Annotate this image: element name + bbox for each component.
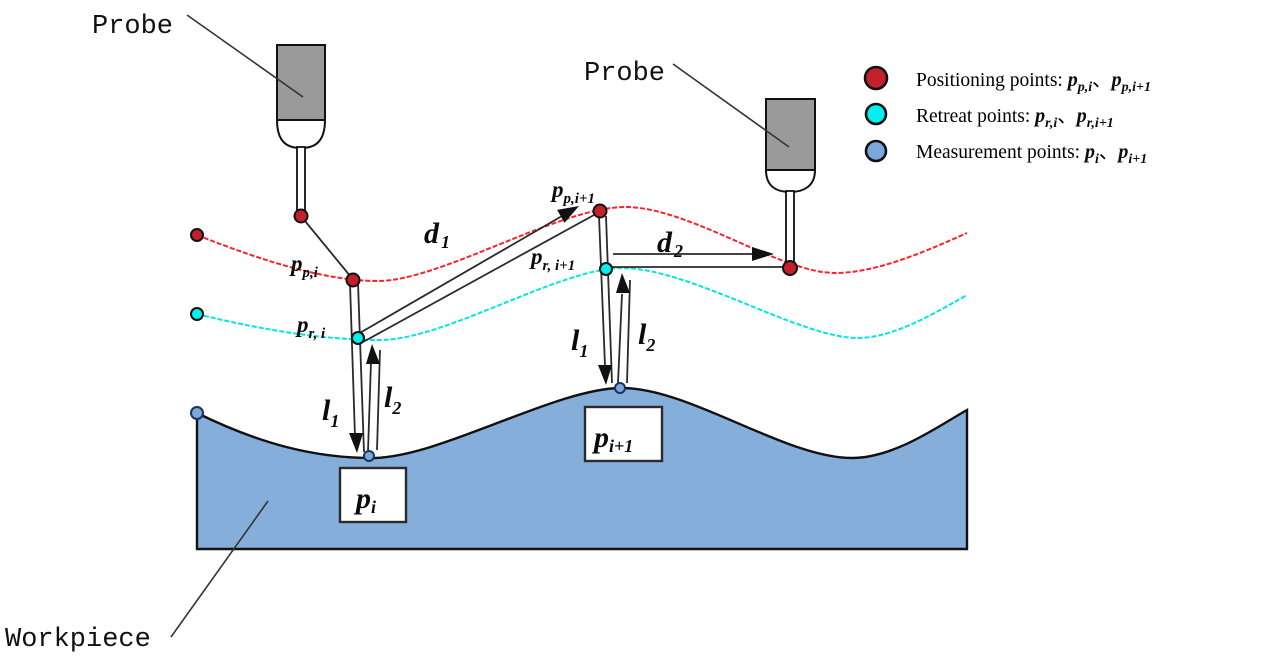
l1-left-path	[349, 282, 365, 453]
probe-left-body	[276, 44, 326, 121]
svg-text:pi+1: pi+1	[591, 421, 633, 456]
positioning-curve-start-point	[190, 228, 204, 242]
legend-marker-retreat	[864, 102, 888, 126]
point-p-i	[363, 450, 375, 462]
probe-right-label: Probe	[584, 59, 665, 89]
probe-right	[764, 98, 817, 263]
probe-right-dome	[764, 169, 817, 194]
l2-right-path	[616, 273, 631, 384]
retreat-curve	[196, 266, 968, 342]
label-l2-right: l2	[638, 318, 655, 355]
label-l2-left: l2	[384, 381, 401, 418]
legend: Positioning points: pp,i、pp,i+1 Retreat …	[863, 65, 1151, 167]
probe-left-dome	[275, 119, 327, 150]
l2-left-arrowhead	[366, 344, 380, 364]
point-p-pi	[345, 272, 361, 288]
label-p-pi: pp,i	[289, 251, 319, 281]
probe-left-tip-ball	[293, 208, 309, 224]
legend-row-retreat: Retreat points: pr,i、pr,i+1	[916, 105, 1114, 131]
point-p-i1	[614, 382, 626, 394]
point-p-ri1	[599, 262, 613, 276]
probe-left-leader-line	[186, 14, 304, 98]
d2-arrowhead	[752, 247, 774, 261]
label-p-pi1: pp,i+1	[550, 177, 595, 207]
positioning-curve	[196, 205, 968, 283]
l1-left-arrowhead	[349, 433, 363, 453]
svg-text:pi: pi	[353, 482, 376, 517]
label-l1-left: l1	[322, 394, 339, 431]
label-box-p-i1: pi+1	[583, 405, 664, 463]
d1-arrowhead	[557, 206, 579, 223]
label-l1-right: l1	[571, 324, 588, 361]
legend-marker-positioning	[863, 65, 889, 91]
point-p-ri	[351, 331, 365, 345]
l2-left-path	[366, 344, 381, 452]
probe-right-leader-line	[672, 63, 790, 148]
label-p-ri1: pr, i+1	[529, 244, 575, 274]
l1-right-arrowhead	[598, 365, 612, 385]
probe-right-tip-ball	[782, 260, 798, 276]
probe-right-stylus	[785, 190, 795, 263]
probe-left-label: Probe	[92, 12, 173, 42]
l1-right-path	[598, 215, 613, 385]
workpiece-label: Workpiece	[5, 625, 151, 655]
legend-marker-measurement	[864, 139, 888, 163]
workpiece-shape	[195, 386, 969, 551]
point-p-pi1	[592, 203, 608, 219]
retreat-curve-start-point	[190, 307, 204, 321]
d1-path	[357, 206, 595, 343]
l2-right-arrowhead	[616, 273, 630, 293]
probe-right-body	[765, 98, 816, 171]
probe-left-stylus	[296, 146, 306, 212]
label-p-ri: pr, i	[295, 312, 326, 342]
probe-left	[275, 44, 327, 212]
legend-row-measurement: Measurement points: pi、pi+1	[916, 141, 1147, 167]
label-box-p-i: pi	[338, 466, 408, 524]
d2-path	[611, 247, 784, 268]
probe1-descent-line	[304, 220, 352, 278]
workpiece-leader-line	[170, 500, 269, 638]
surface-start-point	[190, 406, 204, 420]
legend-row-positioning: Positioning points: pp,i、pp,i+1	[916, 69, 1151, 95]
